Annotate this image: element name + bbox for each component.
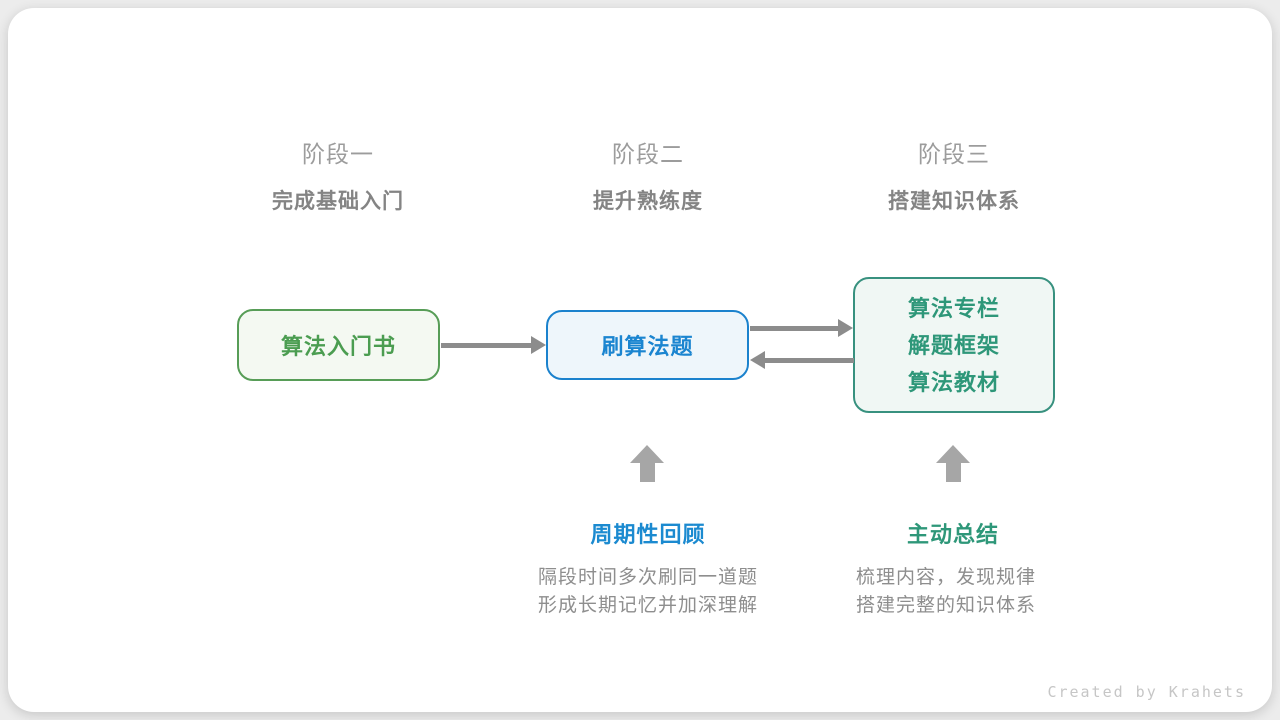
stage1-subtitle: 完成基础入门 — [272, 190, 404, 213]
stage1-label: 阶段一 — [302, 141, 374, 167]
node-knowledge-sources: 算法专栏 解题框架 算法教材 — [853, 277, 1055, 413]
annotation-review-title: 周期性回顾 — [590, 522, 706, 547]
arrow-node2-to-node3-shaft — [750, 326, 840, 331]
node-intro-book: 算法入门书 — [237, 309, 440, 381]
node-practice-problems: 刷算法题 — [546, 310, 749, 380]
arrow-node3-to-node2-head-icon — [750, 351, 765, 369]
credit-text: Created by Krahets — [1047, 683, 1246, 701]
node-knowledge-line-3: 算法教材 — [907, 369, 1000, 395]
up-arrow-review-tail — [640, 463, 655, 482]
node-intro-book-label: 算法入门书 — [280, 334, 396, 359]
annotation-review-desc-line-1: 隔段时间多次刷同一道题 — [537, 567, 758, 588]
arrow-node1-to-node2-head-icon — [531, 336, 546, 354]
annotation-summary-desc-line-2: 搭建完整的知识体系 — [855, 595, 1036, 616]
up-arrow-summary-head-icon — [936, 445, 970, 463]
annotation-summary-desc: 梳理内容，发现规律 搭建完整的知识体系 — [776, 564, 1116, 620]
up-arrow-review-head-icon — [630, 445, 664, 463]
node-knowledge-line-2: 解题框架 — [907, 332, 1000, 358]
up-arrow-summary-tail — [946, 463, 961, 482]
stage3-subtitle: 搭建知识体系 — [888, 190, 1020, 213]
diagram-card: 阶段一 完成基础入门 阶段二 提升熟练度 阶段三 搭建知识体系 算法入门书 刷算… — [8, 8, 1272, 712]
stage3-label: 阶段三 — [918, 141, 990, 167]
node-knowledge-line-1: 算法专栏 — [907, 295, 1000, 321]
arrow-node1-to-node2-shaft — [441, 343, 533, 348]
arrow-node2-to-node3-head-icon — [838, 319, 853, 337]
annotation-review-desc: 隔段时间多次刷同一道题 形成长期记忆并加深理解 — [478, 564, 818, 620]
annotation-review-desc-line-2: 形成长期记忆并加深理解 — [537, 595, 758, 616]
stage2-subtitle: 提升熟练度 — [593, 190, 703, 213]
annotation-summary-title: 主动总结 — [906, 522, 999, 547]
stage2-label: 阶段二 — [612, 141, 684, 167]
arrow-node3-to-node2-shaft — [764, 358, 854, 363]
node-practice-problems-label: 刷算法题 — [601, 334, 694, 359]
annotation-summary-desc-line-1: 梳理内容，发现规律 — [855, 567, 1036, 588]
